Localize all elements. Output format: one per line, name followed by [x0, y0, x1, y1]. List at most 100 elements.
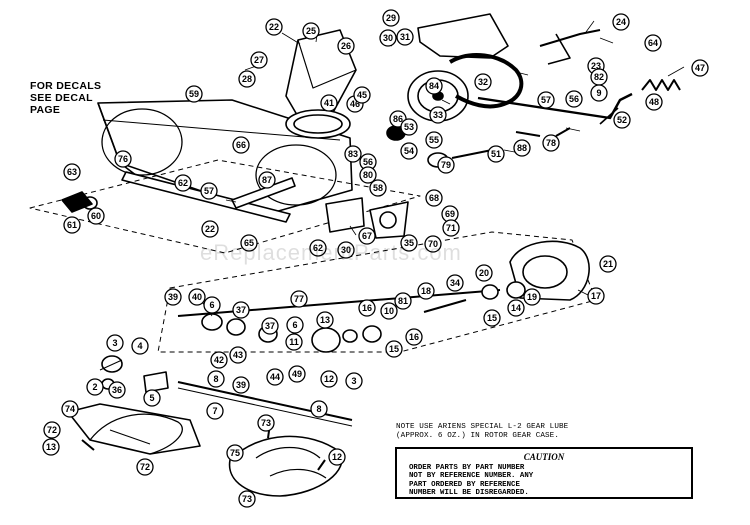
callout-number: 10	[384, 306, 394, 316]
callout-number: 16	[362, 303, 372, 313]
callout-13: 13	[316, 311, 334, 329]
callout-8: 8	[310, 400, 328, 418]
callout-circle	[188, 288, 206, 306]
callout-circle	[446, 274, 464, 292]
callout-57: 57	[537, 91, 555, 109]
callout-circle	[382, 9, 400, 27]
callout-circle	[285, 333, 303, 351]
callout-circle	[590, 84, 608, 102]
callout-15: 15	[483, 309, 501, 327]
callout-41: 41	[320, 94, 338, 112]
callout-number: 28	[242, 74, 252, 84]
callout-number: 4	[137, 341, 142, 351]
callout-number: 3	[351, 376, 356, 386]
callout-56: 56	[359, 153, 377, 171]
callout-circle	[200, 182, 218, 200]
callout-20: 20	[475, 264, 493, 282]
callout-circle	[143, 389, 161, 407]
callout-24: 24	[612, 13, 630, 31]
callout-circle	[86, 378, 104, 396]
callout-circle	[261, 317, 279, 335]
callout-number: 36	[112, 385, 122, 395]
callout-61: 61	[63, 216, 81, 234]
callout-75: 75	[226, 444, 244, 462]
caution-line-1: ORDER PARTS BY PART NUMBER	[409, 464, 525, 472]
callout-number: 59	[189, 89, 199, 99]
callout-circle	[337, 241, 355, 259]
callout-circle	[396, 28, 414, 46]
callout-9: 9	[590, 84, 608, 102]
callout-30: 30	[379, 29, 397, 47]
callout-circle	[286, 316, 304, 334]
callout-circle	[475, 264, 493, 282]
caution-line-4: NUMBER WILL BE DISREGARDED.	[409, 489, 529, 498]
callout-number: 2	[92, 382, 97, 392]
callout-number: 29	[386, 13, 396, 23]
callout-58: 58	[369, 179, 387, 197]
callout-number: 30	[341, 245, 351, 255]
callout-number: 86	[393, 114, 403, 124]
callout-number: 70	[428, 239, 438, 249]
callout-circle	[612, 13, 630, 31]
callout-circle	[328, 448, 346, 466]
callout-6: 6	[203, 296, 221, 314]
callout-number: 33	[433, 110, 443, 120]
callout-circle	[288, 365, 306, 383]
callout-55: 55	[425, 131, 443, 149]
callout-circle	[201, 220, 219, 238]
callout-circle	[232, 136, 250, 154]
callout-number: 81	[398, 296, 408, 306]
callout-circle	[425, 189, 443, 207]
callout-number: 65	[244, 238, 254, 248]
watermark: eReplacementParts.com	[200, 240, 462, 265]
callout-circle	[379, 29, 397, 47]
callout-10: 10	[380, 302, 398, 320]
callout-circle	[320, 94, 338, 112]
callout-52: 52	[613, 111, 631, 129]
callout-circle	[417, 282, 435, 300]
callout-number: 53	[404, 122, 414, 132]
callout-circle	[290, 290, 308, 308]
callout-circle	[424, 235, 442, 253]
callout-2: 2	[86, 378, 104, 396]
callout-number: 45	[357, 90, 367, 100]
callout-number: 80	[363, 170, 373, 180]
callout-circle	[429, 106, 447, 124]
callout-number: 9	[596, 88, 601, 98]
callout-circle	[369, 179, 387, 197]
callout-number: 34	[450, 278, 460, 288]
callout-circle	[542, 134, 560, 152]
callout-number: 52	[617, 115, 627, 125]
callout-40: 40	[188, 288, 206, 306]
callout-36: 36	[108, 381, 126, 399]
callout-76: 76	[114, 150, 132, 168]
callout-number: 61	[67, 220, 77, 230]
callout-circle	[425, 77, 443, 95]
callout-number: 15	[389, 344, 399, 354]
callout-circle	[226, 444, 244, 462]
callout-number: 22	[205, 224, 215, 234]
callout-number: 39	[168, 292, 178, 302]
callout-number: 57	[541, 95, 551, 105]
gear-lube-note: NOTE USE ARIENS SPECIAL L-2 GEAR LUBE (A…	[396, 423, 696, 441]
callout-28: 28	[238, 70, 256, 88]
callout-number: 46	[350, 99, 360, 109]
callout-circle	[400, 142, 418, 160]
callout-54: 54	[400, 142, 418, 160]
callout-circle	[106, 334, 124, 352]
callout-80: 80	[359, 166, 377, 184]
callout-number: 16	[409, 332, 419, 342]
callout-number: 11	[289, 337, 299, 347]
callout-35: 35	[400, 234, 418, 252]
callout-circle	[483, 309, 501, 327]
callout-circle	[537, 91, 555, 109]
callout-48: 48	[645, 93, 663, 111]
callout-number: 75	[230, 448, 240, 458]
callout-82: 82	[590, 68, 608, 86]
callout-66: 66	[232, 136, 250, 154]
callout-circle	[337, 37, 355, 55]
callout-3: 3	[106, 334, 124, 352]
note-line-1: NOTE USE ARIENS SPECIAL L-2 GEAR LUBE	[396, 423, 569, 431]
callout-number: 21	[603, 259, 613, 269]
callout-number: 51	[491, 149, 501, 159]
